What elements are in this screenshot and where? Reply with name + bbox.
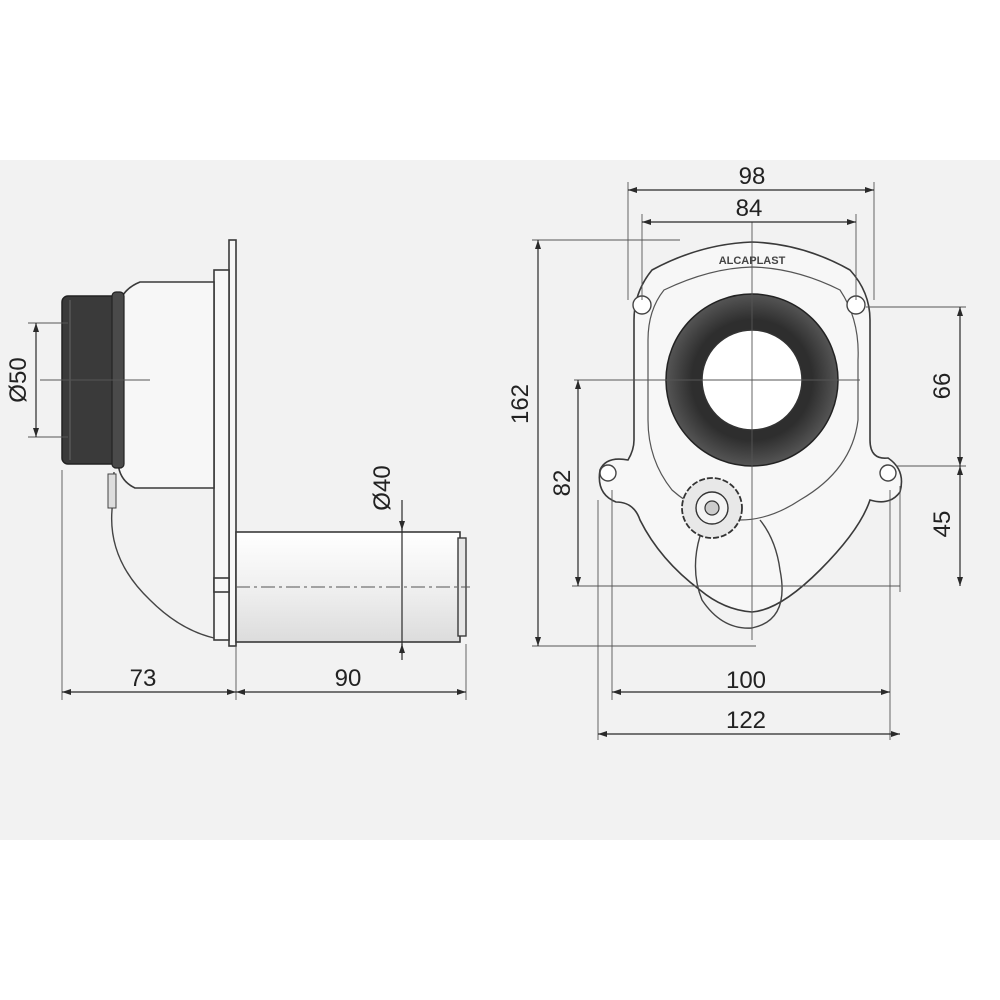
side-view: Ø50 Ø40 73 90 [5, 239, 470, 700]
front-view: ALCAPLAST [507, 163, 966, 740]
flange-plate [228, 239, 237, 647]
outlet-length-label: 90 [335, 665, 362, 692]
upper-offset-label: 66 [929, 373, 956, 400]
hole-to-center-label: 82 [549, 470, 576, 497]
inlet-diameter-label: Ø50 [5, 357, 32, 402]
siphon-body [117, 281, 215, 489]
stopper-chain [110, 471, 215, 639]
total-width-label: 122 [726, 707, 766, 734]
inner-width-label: 84 [736, 195, 763, 222]
mount-width-label: 100 [726, 667, 766, 694]
lower-offset-label: 45 [929, 511, 956, 538]
total-height-label: 162 [507, 384, 534, 424]
inner-flange [647, 266, 859, 521]
pipe-joint [213, 577, 230, 593]
outlet-diameter-label: Ø40 [369, 465, 396, 510]
lower-left-mount-hole [599, 464, 617, 482]
chain-clip [107, 473, 117, 509]
outer-width-label: 98 [739, 163, 766, 190]
depth-label: 73 [130, 665, 157, 692]
lower-right-mount-hole [879, 464, 897, 482]
